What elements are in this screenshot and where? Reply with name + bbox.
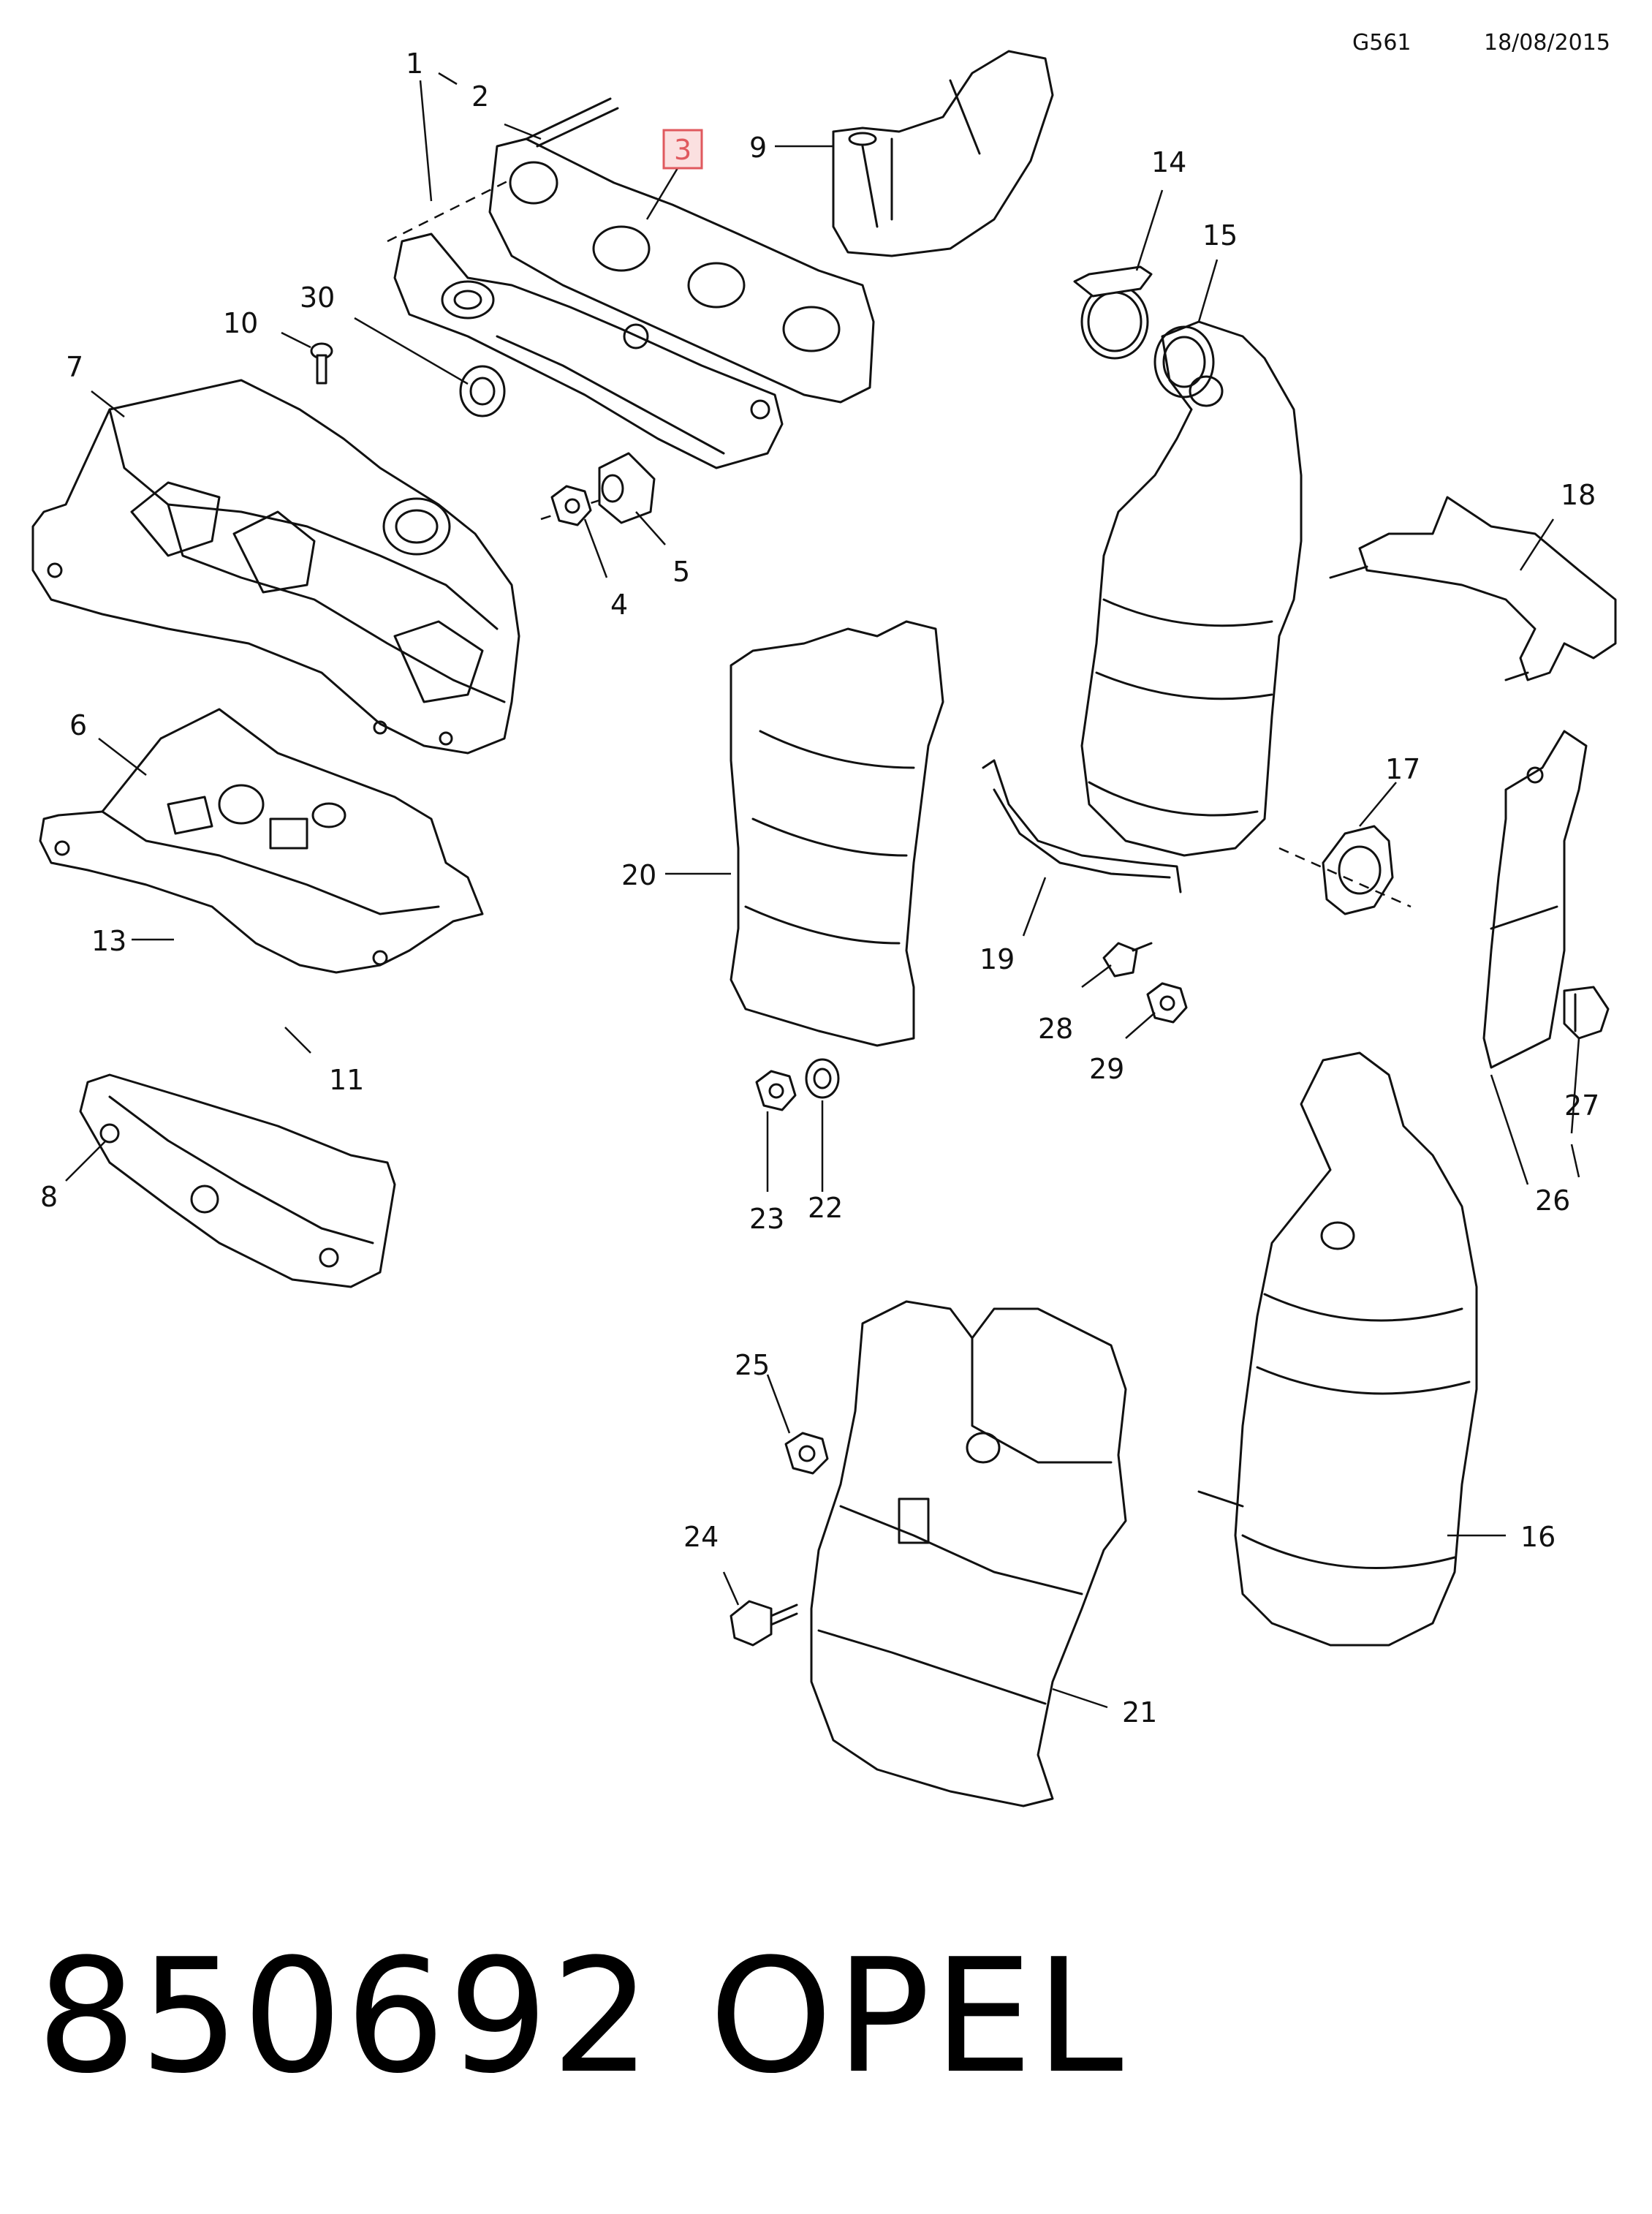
callout-4[interactable]: 4: [610, 589, 628, 621]
callout-3[interactable]: 3: [674, 134, 692, 166]
callout-20[interactable]: 20: [621, 859, 656, 891]
spacer-5: [598, 452, 656, 524]
flange-gasket: [1322, 825, 1394, 915]
heat-shield-strap: [79, 1073, 396, 1288]
sensor-clip-27: [1563, 986, 1610, 1040]
filter-heat-shield: [810, 1300, 1127, 1807]
converter-heat-shield: [730, 620, 944, 1047]
washer-30: [459, 365, 506, 418]
brand-name: OPEL: [709, 1924, 1126, 2108]
callout-18[interactable]: 18: [1561, 479, 1596, 511]
heat-shield-upper: [31, 379, 520, 755]
callout-14[interactable]: 14: [1151, 146, 1186, 178]
callout-30[interactable]: 30: [300, 282, 335, 314]
callout-10[interactable]: 10: [223, 307, 258, 339]
exhaust-clamp: [1073, 265, 1153, 360]
callout-26[interactable]: 26: [1535, 1185, 1570, 1217]
callout-28[interactable]: 28: [1038, 1013, 1073, 1045]
callout-9[interactable]: 9: [749, 132, 767, 164]
bolt-24: [730, 1600, 798, 1647]
callout-1[interactable]: 1: [406, 48, 423, 80]
callout-5[interactable]: 5: [672, 556, 690, 588]
bolt-28: [1102, 942, 1153, 978]
callout-21[interactable]: 21: [1122, 1696, 1157, 1728]
callout-25[interactable]: 25: [735, 1349, 770, 1381]
callout-6[interactable]: 6: [69, 709, 87, 741]
manifold-gasket: [488, 137, 875, 404]
diagram-date: 18/08/2015: [1484, 30, 1610, 56]
stud-bolt: [525, 97, 619, 148]
nut-4: [550, 485, 592, 526]
manifold-bracket: [832, 50, 1054, 257]
part-number: 850692: [37, 1924, 654, 2108]
diagram-code: G561: [1352, 30, 1412, 56]
callout-8[interactable]: 8: [40, 1181, 58, 1213]
callout-22[interactable]: 22: [808, 1192, 843, 1224]
leader-lines: [65, 72, 1580, 1709]
screw-10: [310, 342, 333, 385]
nut-29: [1146, 982, 1188, 1024]
callout-15[interactable]: 15: [1202, 219, 1238, 252]
callout-13[interactable]: 13: [91, 925, 126, 957]
centerline-1: [387, 178, 512, 243]
callout-29[interactable]: 29: [1089, 1053, 1124, 1085]
highlight-box-3: [662, 129, 703, 170]
particulate-filter: [1197, 1051, 1478, 1647]
callout-2[interactable]: 2: [471, 80, 489, 113]
heat-shield-lower: [39, 708, 484, 974]
converter-support-bracket: [1329, 496, 1617, 681]
callout-23[interactable]: 23: [749, 1203, 784, 1235]
callout-7[interactable]: 7: [66, 351, 83, 383]
washer-22: [805, 1058, 840, 1099]
centerline-17: [1278, 847, 1412, 908]
nut-23: [755, 1070, 797, 1111]
callout-19[interactable]: 19: [980, 943, 1015, 975]
callout-16[interactable]: 16: [1520, 1521, 1556, 1553]
callout-11[interactable]: 11: [329, 1064, 364, 1096]
callout-17[interactable]: 17: [1385, 753, 1420, 785]
exhaust-manifold: [393, 233, 784, 469]
callout-27[interactable]: 27: [1564, 1089, 1599, 1122]
sensor-bracket-26: [1482, 730, 1588, 1069]
callout-24[interactable]: 24: [683, 1521, 719, 1553]
catalytic-converter: [1080, 320, 1303, 857]
converter-strap: [982, 759, 1182, 893]
nut-25: [784, 1432, 829, 1475]
